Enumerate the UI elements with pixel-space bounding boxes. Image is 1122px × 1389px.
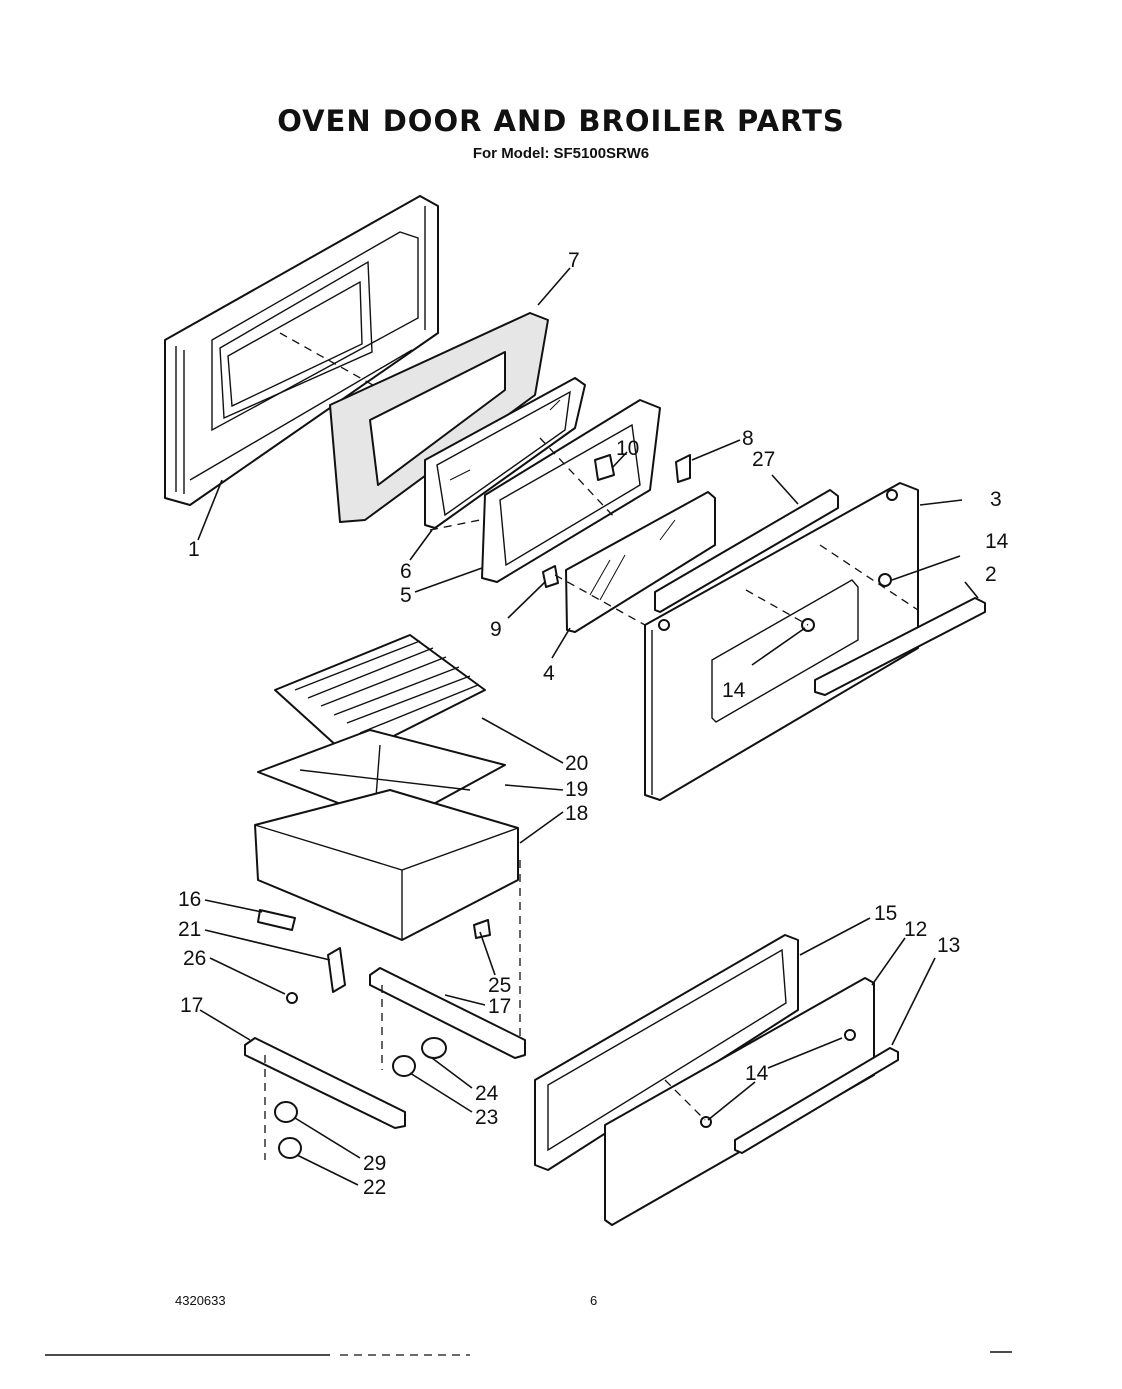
part-22-roller — [278, 1137, 302, 1159]
callout-29: 29 — [363, 1152, 386, 1175]
callout-4: 4 — [543, 662, 555, 685]
part-15-drawer-inner-panel — [534, 934, 799, 1171]
callout-22: 22 — [363, 1176, 386, 1199]
part-21-latch — [327, 947, 346, 993]
part-9-clip — [542, 565, 559, 588]
page-subtitle: For Model:SF5100SRW6 — [0, 145, 1122, 162]
part-18-broiler-pan — [254, 789, 519, 941]
subtitle-prefix: For Model: — [472, 145, 550, 162]
part-10-bracket — [594, 454, 615, 481]
part-29-roller — [274, 1101, 298, 1123]
callout-7: 7 — [568, 249, 580, 272]
callout-17-left: 17 — [180, 994, 203, 1017]
part-17-slide-rail-right — [369, 860, 526, 1070]
part-26-screw — [286, 992, 298, 1004]
callout-13: 13 — [937, 934, 960, 957]
callout-12: 12 — [904, 918, 927, 941]
callout-18: 18 — [565, 802, 588, 825]
part-17-slide-rail-left — [244, 1037, 406, 1160]
callout-20: 20 — [565, 752, 588, 775]
part-2-door-handle — [814, 597, 986, 696]
part-7-door-insulation — [329, 312, 549, 523]
document-number: 4320633 — [175, 1293, 226, 1308]
leader-lines — [197, 267, 979, 1186]
callout-23: 23 — [475, 1106, 498, 1129]
callout-17-right: 17 — [488, 995, 511, 1018]
part-13-drawer-handle — [734, 1047, 899, 1154]
callout-5: 5 — [400, 584, 412, 607]
model-number: SF5100SRW6 — [553, 145, 650, 162]
callout-14-window: 14 — [722, 679, 746, 702]
callout-25: 25 — [488, 974, 511, 997]
part-3-outer-door-panel — [644, 482, 919, 801]
callout-9: 9 — [490, 618, 502, 641]
part-5-glass-retainer — [481, 399, 661, 583]
page-number: 6 — [590, 1293, 598, 1308]
part-24-roller — [421, 1037, 447, 1059]
part-4-outer-glass — [565, 491, 716, 633]
part-16-spring — [257, 909, 296, 931]
callout-27: 27 — [752, 448, 775, 471]
callout-8: 8 — [742, 427, 754, 450]
part-27-door-trim — [654, 489, 839, 613]
callout-26: 26 — [183, 947, 206, 970]
callout-16: 16 — [178, 888, 201, 911]
part-6-inner-glass — [424, 377, 586, 529]
part-23-roller — [392, 1055, 416, 1077]
page-title: OVEN DOOR AND BROILER PARTS — [277, 104, 845, 138]
callout-3: 3 — [990, 488, 1002, 511]
part-20-broiler-grid — [274, 634, 486, 759]
callout-10: 10 — [616, 437, 639, 460]
callout-1: 1 — [188, 538, 200, 561]
callout-24: 24 — [475, 1082, 499, 1105]
part-25-clip — [473, 919, 491, 939]
callout-15: 15 — [874, 902, 897, 925]
callout-6: 6 — [400, 560, 412, 583]
callout-14-drawer: 14 — [745, 1062, 769, 1085]
callout-14-door: 14 — [985, 530, 1009, 553]
part-8-clip — [675, 454, 691, 483]
callout-19: 19 — [565, 778, 588, 801]
callout-21: 21 — [178, 918, 201, 941]
callout-2: 2 — [985, 563, 997, 586]
